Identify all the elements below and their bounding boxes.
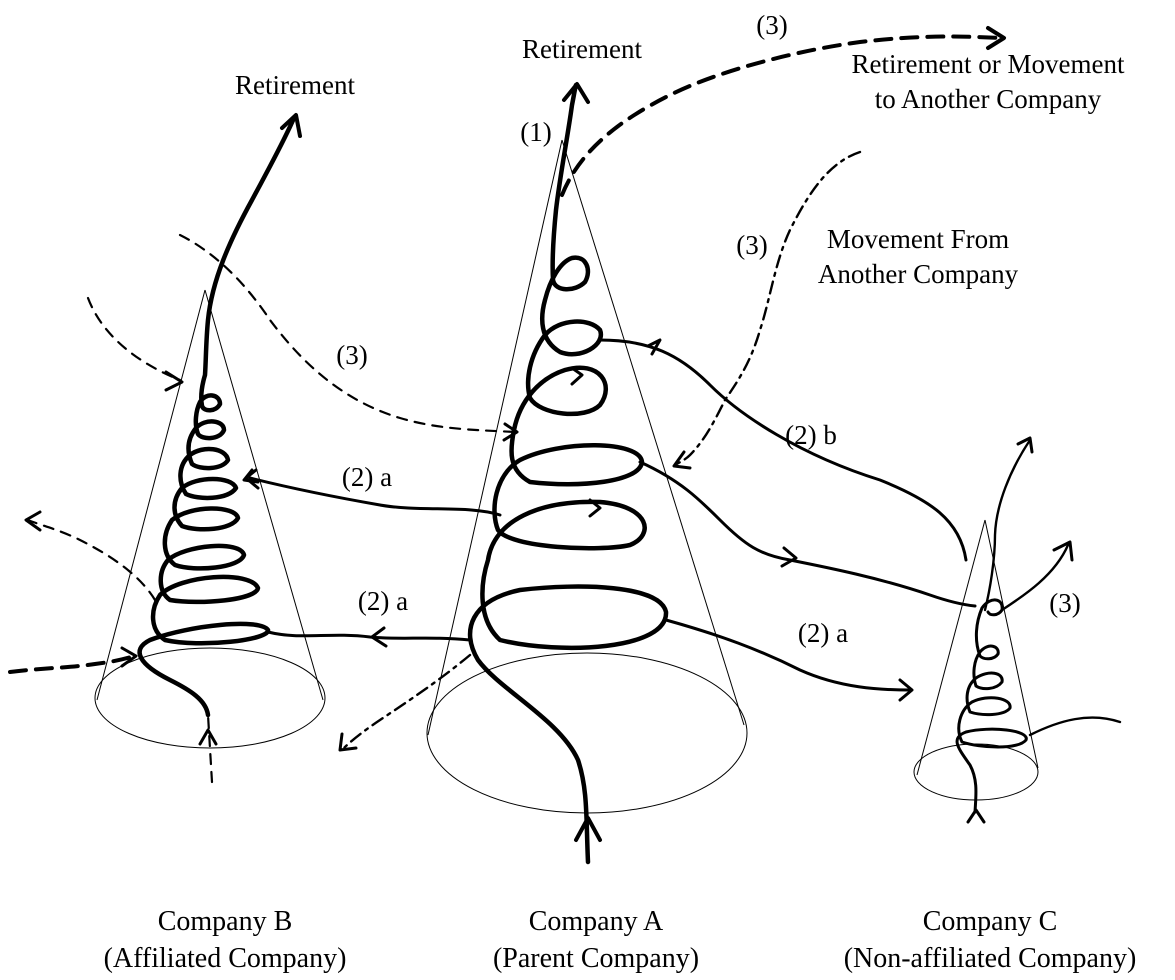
company-a-name: Company A [529, 906, 664, 937]
path-2a-right [664, 618, 912, 692]
company-b-career-spiral [137, 115, 297, 718]
arrowhead-spiral-a1 [570, 366, 584, 386]
company-a-type: (Parent Company) [493, 943, 699, 974]
path-3-from-another [673, 150, 862, 467]
company-c-exit-path-2 [1000, 543, 1070, 612]
company-c-career-spiral [955, 598, 1028, 814]
label-movement-from-line2: Another Company [818, 259, 1019, 289]
path-3-into-b [178, 233, 517, 434]
arrowhead-2a-right [898, 678, 914, 702]
company-b-type: (Affiliated Company) [104, 943, 347, 974]
arrowhead-retirement-b [280, 113, 302, 138]
arrowhead-to-c [780, 546, 798, 568]
label-tag-3-top: (3) [756, 10, 787, 40]
arrowhead-3-b-entry [198, 728, 218, 746]
path-3-b-left-out [26, 518, 157, 602]
arrowhead-2b [646, 338, 662, 356]
path-3-a-left-out [342, 653, 472, 750]
label-tag-2a-right: (2) a [798, 618, 848, 648]
path-3-b-bottom-in [8, 654, 136, 674]
path-3-b-left-in [86, 296, 182, 382]
company-c-type: (Non-affiliated Company) [844, 943, 1137, 974]
path-2b [598, 338, 968, 562]
company-c-name: Company C [923, 906, 1058, 937]
label-retire-or-move-line2: to Another Company [875, 84, 1102, 114]
arrowhead-3-b-bottom-in [120, 646, 138, 668]
arrowhead-entry-a [574, 816, 602, 842]
arrowhead-exit-c1 [1016, 436, 1034, 454]
arrowhead-spiral-b [242, 468, 260, 484]
path-3-retire-or-move [560, 34, 1002, 197]
path-spiral-to-c [638, 460, 977, 608]
label-tag-2b: (2) b [785, 420, 837, 450]
label-retirement-a: Retirement [522, 34, 642, 64]
company-a-cone [426, 139, 748, 814]
label-tag-2a-upper: (2) a [342, 462, 392, 492]
path-2a-upper [248, 476, 502, 517]
company-c-exit-path [983, 438, 1032, 612]
arrowhead-3-a-left-out [338, 732, 358, 752]
arrowhead-exit-c2 [1052, 540, 1074, 562]
arrowhead-spiral-a2 [588, 498, 602, 518]
arrowhead-3-from-another [672, 450, 692, 470]
arrowhead-3-b-left-out [24, 510, 42, 532]
arrowhead-retirement-a [562, 82, 590, 104]
company-c-entry-curve [1028, 716, 1122, 737]
label-tag-3-right: (3) [736, 230, 767, 260]
arrowhead-2a-lower [370, 626, 388, 648]
arrowhead-2a-upper [244, 468, 260, 490]
arrowhead-3-into-b [502, 422, 519, 442]
label-tag-3-c: (3) [1049, 588, 1080, 618]
label-retirement-b: Retirement [235, 70, 355, 100]
arrowhead-3-b-left-in [164, 370, 184, 392]
path-3-b-entry [206, 713, 214, 784]
label-tag-2a-lower: (2) a [358, 586, 408, 616]
label-tag-3-mid: (3) [336, 340, 367, 370]
company-a-career-spiral [467, 82, 669, 865]
arrowhead-entry-c [966, 808, 986, 824]
arrowhead-3-top [986, 26, 1006, 50]
company-b-cone [94, 289, 326, 749]
label-tag-1: (1) [520, 117, 551, 147]
label-movement-from-line1: Movement From [827, 224, 1009, 254]
company-b-name: Company B [158, 906, 293, 937]
label-retire-or-move-line1: Retirement or Movement [852, 49, 1125, 79]
path-2a-lower [266, 630, 472, 642]
